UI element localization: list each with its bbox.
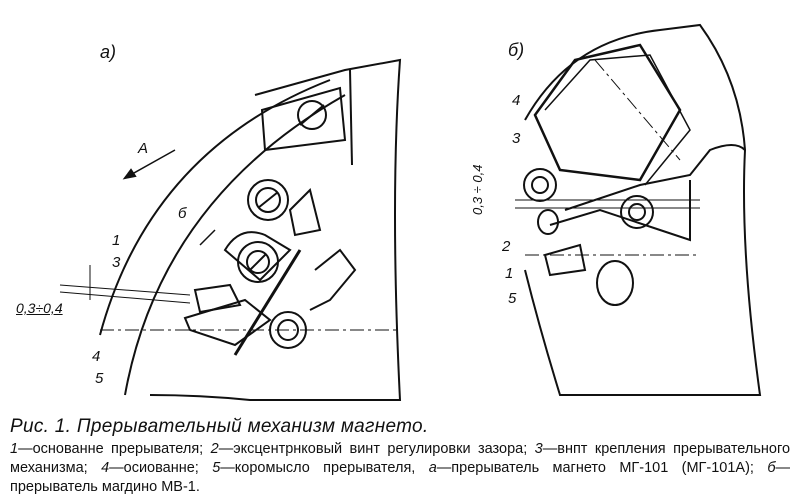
caption-key-5: 5 [212,460,221,476]
caption-key-b: б [767,460,776,476]
panel-a-label: а) [100,42,117,62]
gap-dimension-a: 0,3÷0,4 [16,300,63,316]
caption-text-2: —эксцентрнковый винт регулировки зазора; [218,441,535,457]
label-b-screws: б [178,205,187,222]
caption-text-1: —основанне прерывателя; [18,441,211,457]
caption-text-3: —внпт крепления прерывательного механизм… [10,441,791,476]
caption-text-a: —прерыватель магнето МГ-101 (МГ-101А); [436,460,768,476]
label-2-b: 2 [502,238,511,255]
label-4-b: 4 [512,92,521,109]
caption-key-3: 3 [534,441,543,457]
caption-key-4: 4 [101,460,110,476]
mechanism-drawing [59,23,762,401]
drawing-a [59,58,402,401]
figure-caption: 1—основанне прерывателя; 2—эксцентрнковы… [10,440,790,497]
label-3-a: 3 [112,254,121,271]
caption-key-2: 2 [210,441,219,457]
panel-b-label: б) [508,40,525,60]
caption-text-5: —коромысло прерывателя, [220,460,429,476]
caption-key-a: а [428,460,437,476]
label-5-a: 5 [95,370,104,387]
label-4-a: 4 [92,348,101,365]
label-arrow-a: A [138,140,149,157]
caption-text-4: —осиованне; [109,460,213,476]
figure-title: Рис. 1. Прерывательный механизм магнето. [10,416,429,437]
caption-text-b: —прерыватель магдино МВ-1. [10,460,790,495]
caption-key-1: 1 [10,441,19,457]
label-1-a: 1 [112,232,121,249]
label-3-b: 3 [512,130,521,147]
drawing-b [515,23,762,396]
label-5-b: 5 [508,290,517,307]
label-1-b: 1 [505,265,514,282]
gap-dimension-b: 0,3 ÷ 0,4 [470,164,485,215]
